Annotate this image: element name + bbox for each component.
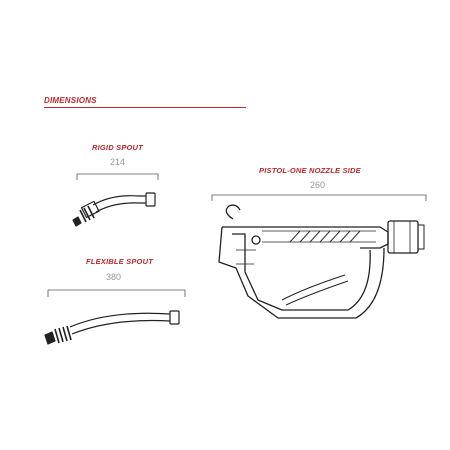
pistol-nozzle-drawing [218,204,425,319]
flexible-spout-label: FLEXIBLE SPOUT [86,257,153,266]
flexible-spout-drawing [44,310,180,345]
section-heading: DIMENSIONS [44,96,97,105]
rigid-spout-dimension: 214 [110,157,126,167]
rigid-spout-dimension-line [76,173,159,180]
pistol-nozzle-label: PISTOL-ONE NOZZLE SIDE [259,166,361,175]
flexible-spout-dimension: 380 [106,272,122,282]
rigid-spout-drawing [72,192,156,227]
heading-underline [44,107,246,108]
flexible-spout-dimension-line [47,289,186,297]
pistol-nozzle-dimension: 260 [310,180,326,190]
rigid-spout-label: RIGID SPOUT [92,143,143,152]
pistol-dimension-line [211,194,427,201]
